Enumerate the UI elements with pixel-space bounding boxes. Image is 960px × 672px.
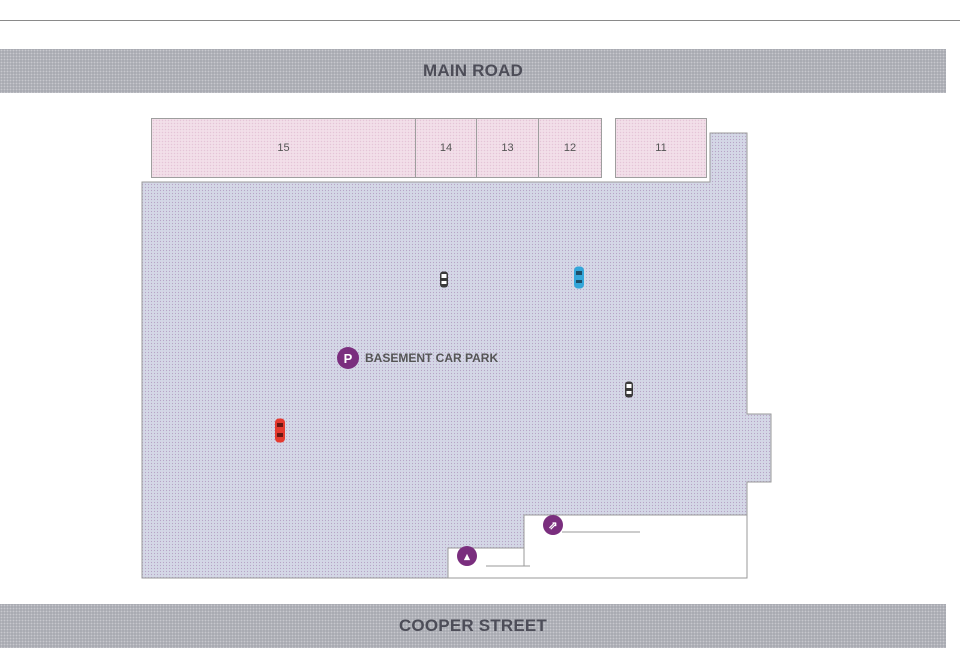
top-divider <box>0 20 960 21</box>
carpark-label-text: BASEMENT CAR PARK <box>365 351 499 365</box>
shop-number: 13 <box>501 142 514 154</box>
shop-number: 15 <box>277 142 290 154</box>
shop-12: 12 <box>538 118 602 178</box>
cooper-street-label: COOPER STREET <box>398 616 548 635</box>
main-road-label: MAIN ROAD <box>422 61 523 80</box>
shop-13: 13 <box>476 118 539 178</box>
shop-number: 14 <box>439 142 453 154</box>
car-icon <box>625 381 633 398</box>
shop-14: 14 <box>415 118 477 178</box>
car-icon <box>440 271 448 288</box>
car-icon <box>275 418 285 443</box>
travelator-icon: ⇗ <box>543 515 563 535</box>
shop-number: 12 <box>563 142 577 154</box>
shop-15: 15 <box>151 118 416 178</box>
shop-number: 11 <box>655 142 667 154</box>
shop-11: 11 <box>615 118 707 178</box>
main-road: MAIN ROAD <box>0 49 946 93</box>
cooper-street: COOPER STREET <box>0 604 946 648</box>
carpark-label: P BASEMENT CAR PARK <box>337 347 498 369</box>
parking-icon: P <box>337 347 359 369</box>
car-icon <box>574 266 584 289</box>
elevator-icon: ▴ <box>457 546 477 566</box>
